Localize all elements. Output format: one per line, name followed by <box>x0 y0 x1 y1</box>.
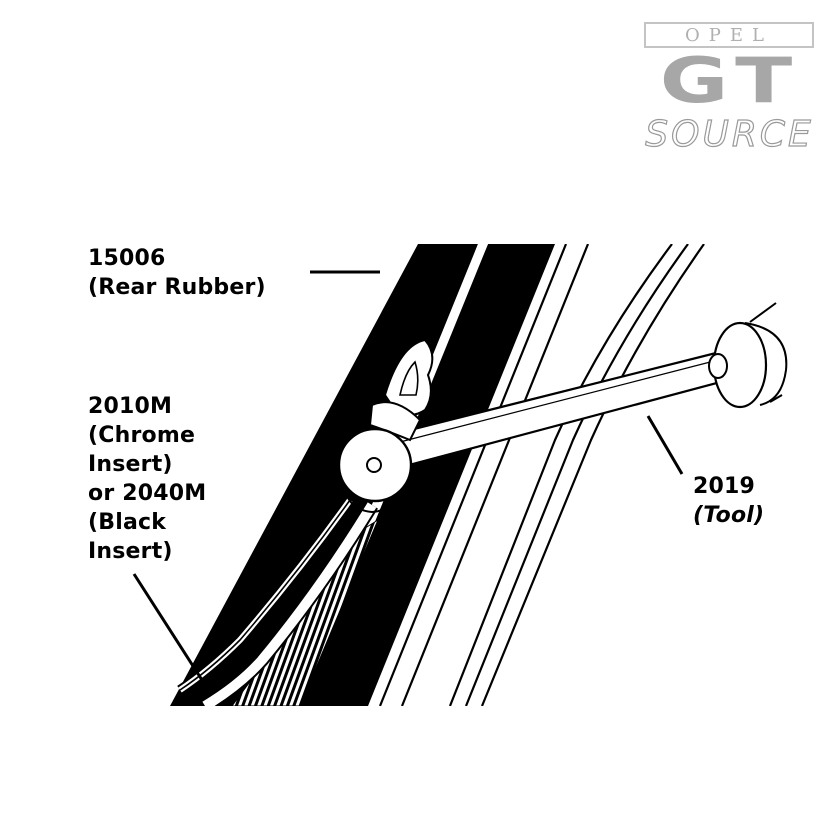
tool-roller-axle <box>366 457 382 473</box>
label-insert-line-4: or 2040M <box>88 481 207 506</box>
tool-flange-rim-line <box>769 394 783 403</box>
tool-rod-highlight <box>399 359 719 443</box>
label-rear-rubber: 15006 (Rear Rubber) <box>88 244 266 302</box>
body-panel-line <box>464 244 689 706</box>
body-panel-line <box>480 244 705 706</box>
rear-rubber-inner-band <box>290 244 555 706</box>
glass-edge-line <box>378 244 568 706</box>
tool-flange-hub <box>708 353 728 379</box>
label-tool-description: (Tool) <box>693 503 765 528</box>
label-rear-rubber-description: (Rear Rubber) <box>88 275 266 300</box>
logo-model-text: GT <box>659 44 801 117</box>
label-insert-line-3: Insert) <box>88 452 173 477</box>
tool-flange-rim <box>744 322 788 406</box>
label-insert-line-1: 2010M <box>88 394 173 419</box>
logo-tagline-text: SOURCE <box>645 114 814 155</box>
tool-hook-inner <box>399 360 419 396</box>
trim-insert-lower-fill <box>202 502 377 706</box>
label-tool-part-number: 2019 <box>693 474 756 499</box>
tool-flange-rim-line <box>749 302 777 323</box>
label-insert-line-2: (Chrome <box>88 423 196 448</box>
label-rear-rubber-part-number: 15006 <box>88 246 166 271</box>
tool-mount-body <box>368 401 422 442</box>
label-insert-line-6: Insert) <box>88 539 173 564</box>
leader-line-insert <box>132 573 204 681</box>
leader-line-tool <box>646 415 684 475</box>
label-insert-line-5: (Black <box>88 510 167 535</box>
trim-insert-strip-center <box>179 499 351 691</box>
opel-gt-source-logo: OPEL GT SOURCE <box>630 20 825 160</box>
logo-opel-badge: OPEL <box>644 22 814 48</box>
label-insert: 2010M (Chrome Insert) or 2040M (Black In… <box>88 392 206 566</box>
label-tool: 2019 (Tool) <box>693 472 764 530</box>
logo-brand-text: OPEL <box>685 24 773 46</box>
tool-roller-bracket <box>344 489 393 514</box>
glass-edge-line <box>400 244 590 706</box>
diagram-body <box>170 244 788 706</box>
